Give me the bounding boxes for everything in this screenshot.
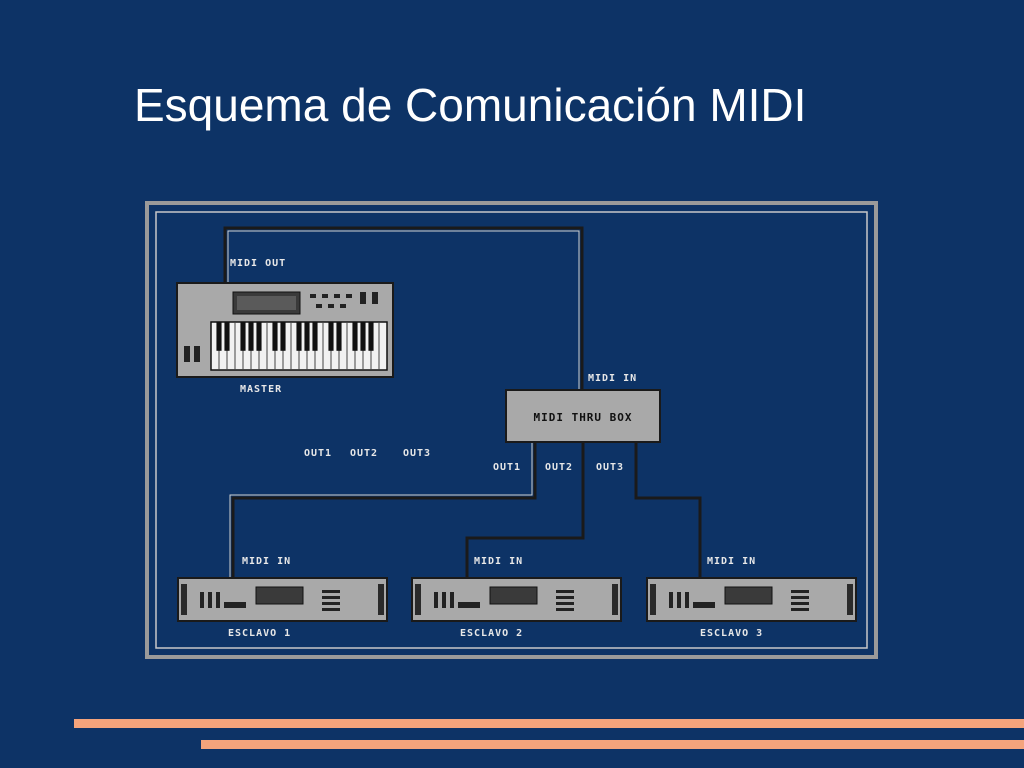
cable-out2-slave2 [465, 442, 585, 578]
black-key [296, 322, 302, 351]
black-key [240, 322, 246, 351]
black-key [352, 322, 358, 351]
left-out3-label: OUT3 [403, 448, 431, 459]
diagram-frame-outer [145, 201, 878, 659]
master-wheels [184, 346, 200, 362]
slave1-name-label: ESCLAVO 1 [228, 628, 291, 639]
midi-thru-box-body [505, 389, 661, 443]
master-name-label: MASTER [240, 384, 282, 395]
cable-out1-slave1 [231, 442, 537, 578]
slave3-port-label: MIDI IN [707, 556, 756, 567]
black-key [328, 322, 334, 351]
slide-title: Esquema de Comunicación MIDI [134, 79, 807, 131]
left-out1-label: OUT1 [304, 448, 332, 459]
master-buttons [310, 292, 378, 308]
slave-module-3 [646, 577, 857, 622]
black-key [368, 322, 374, 351]
black-key [312, 322, 318, 351]
slave1-port-label: MIDI IN [242, 556, 291, 567]
black-key [304, 322, 310, 351]
black-key [248, 322, 254, 351]
slave2-port-label: MIDI IN [474, 556, 523, 567]
cables [223, 226, 702, 578]
slave3-name-label: ESCLAVO 3 [700, 628, 763, 639]
box-out3-label: OUT3 [596, 462, 624, 473]
accent-stripe-top [74, 719, 1024, 728]
slave-module-1 [177, 577, 388, 622]
slave2-name-label: ESCLAVO 2 [460, 628, 523, 639]
black-key [336, 322, 342, 351]
black-key [272, 322, 278, 351]
cable-out3-slave3 [634, 442, 702, 578]
master-port-label: MIDI OUT [230, 258, 286, 269]
box-out2-label: OUT2 [545, 462, 573, 473]
master-keyboard [176, 282, 394, 378]
midi-thru-box-label: MIDI THRU BOX [533, 411, 632, 424]
accent-stripe-bottom [201, 740, 1024, 749]
left-out2-label: OUT2 [350, 448, 378, 459]
diagram-frame-inner [155, 211, 868, 649]
box-out1-label: OUT1 [493, 462, 521, 473]
black-key [280, 322, 286, 351]
black-key [216, 322, 222, 351]
black-key [224, 322, 230, 351]
midi-thru-box: MIDI THRU BOX [505, 389, 661, 443]
slave-module-2 [411, 577, 622, 622]
slave-modules [177, 577, 857, 622]
thru-in-label: MIDI IN [588, 373, 637, 384]
cable-master-to-thru [223, 226, 584, 390]
black-key [256, 322, 262, 351]
black-key [360, 322, 366, 351]
